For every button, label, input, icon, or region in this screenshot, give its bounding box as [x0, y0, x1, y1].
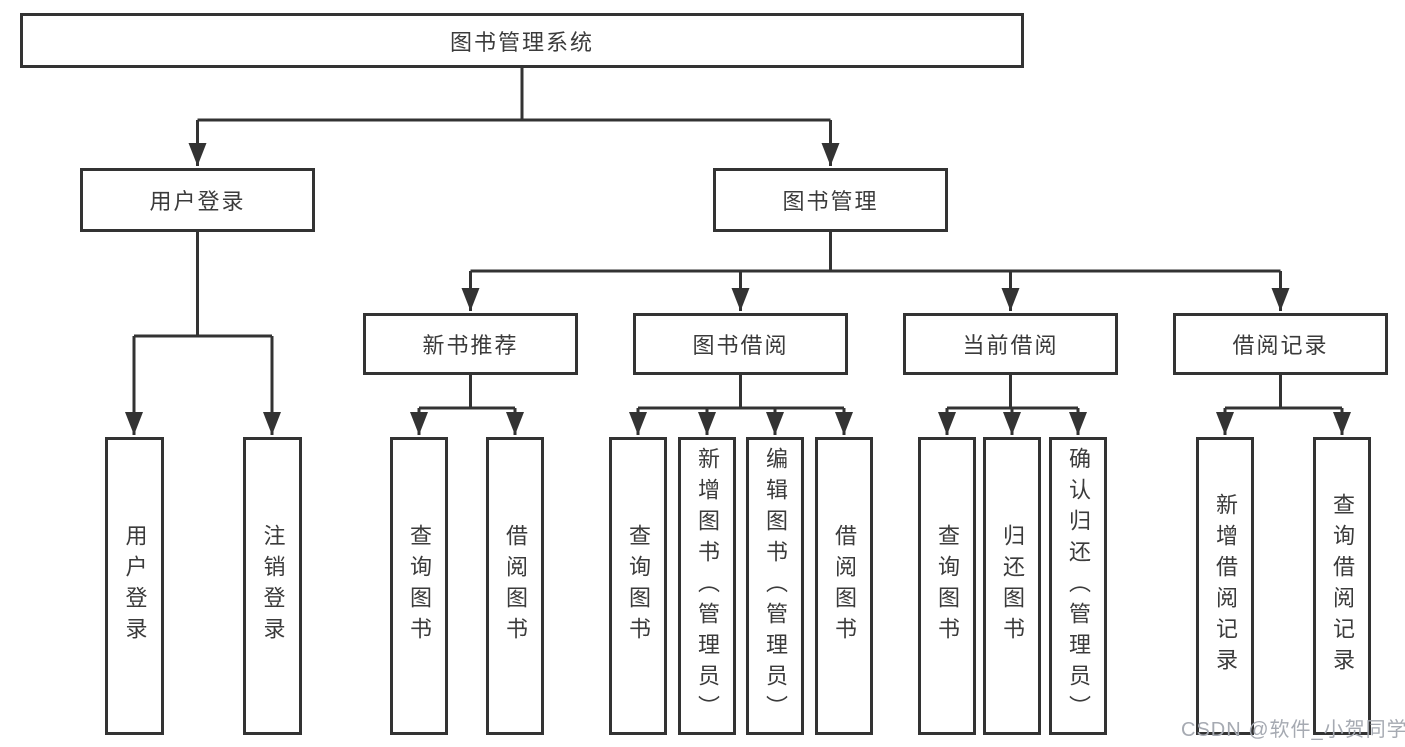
leaf-query-books-current: 查询图书 [918, 437, 976, 735]
leaf-add-borrow-record: 新增借阅记录 [1196, 437, 1254, 735]
leaf-query-books-recommend: 查询图书 [390, 437, 448, 735]
leaf-borrow-books-borrowing: 借阅图书 [815, 437, 873, 735]
leaf-edit-book-admin: 编辑图书（管理员） [746, 437, 804, 735]
node-root: 图书管理系统 [20, 13, 1024, 68]
leaf-return-books: 归还图书 [983, 437, 1041, 735]
node-current-borrowing: 当前借阅 [903, 313, 1118, 375]
leaf-add-book-admin: 新增图书（管理员） [678, 437, 736, 735]
node-book-management: 图书管理 [713, 168, 948, 232]
leaf-query-borrow-record: 查询借阅记录 [1313, 437, 1371, 735]
connector-trunks [134, 68, 1342, 410]
node-user-login: 用户登录 [80, 168, 315, 232]
leaf-user-login: 用户登录 [105, 437, 164, 735]
node-new-book-recommend: 新书推荐 [363, 313, 578, 375]
leaf-confirm-return-admin: 确认归还（管理员） [1049, 437, 1107, 735]
leaf-logout: 注销登录 [243, 437, 302, 735]
node-borrowing-records: 借阅记录 [1173, 313, 1388, 375]
leaf-query-books-borrowing: 查询图书 [609, 437, 667, 735]
leaf-borrow-books-recommend: 借阅图书 [486, 437, 544, 735]
node-book-borrowing: 图书借阅 [633, 313, 848, 375]
watermark: CSDN @软件_小贺同学 [1181, 719, 1405, 741]
